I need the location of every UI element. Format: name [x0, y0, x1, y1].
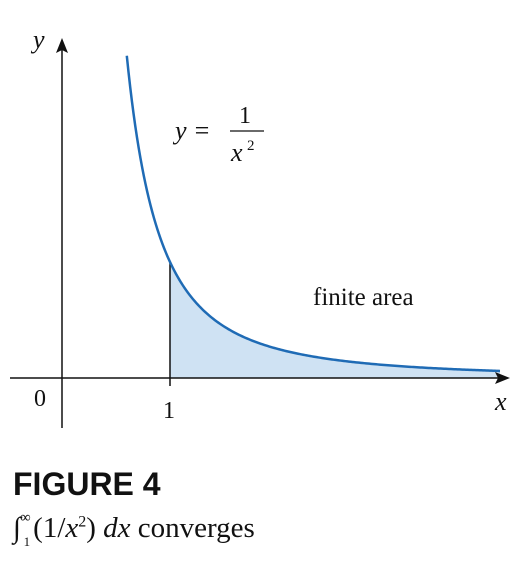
y-axis-label: y: [30, 25, 45, 54]
x-axis-arrowhead: [495, 372, 510, 384]
caption-verb: converges: [137, 512, 255, 544]
figure-caption: ∫∞ 1(1/x2) dx converges: [13, 510, 255, 549]
integral-sign: ∫: [13, 512, 21, 544]
finite-area-label: finite area: [313, 284, 414, 311]
figure-graph: y x 0 1 y = 1 x 2 finite area: [10, 25, 510, 428]
integrand-close: ): [86, 512, 96, 544]
integrand-exponent: 2: [78, 513, 87, 531]
integrand-open: (1/: [33, 512, 66, 544]
x-tick-label-1: 1: [163, 398, 175, 424]
figure-title: FIGURE 4: [13, 466, 161, 502]
integrand-base: x: [65, 512, 79, 544]
equation-lhs: y =: [172, 116, 211, 145]
finite-area-region: [170, 262, 500, 378]
integral-lower-limit: 1: [23, 533, 31, 549]
equation-denominator-base: x: [230, 138, 243, 167]
x-axis-label: x: [494, 387, 507, 416]
curve-y-equals-1-over-x-squared: [125, 55, 501, 373]
equation-denominator-exponent: 2: [247, 138, 255, 154]
integral-upper-limit: ∞: [19, 510, 31, 527]
origin-label: 0: [34, 386, 46, 412]
y-axis-arrowhead: [56, 38, 68, 53]
differential: dx: [103, 512, 131, 544]
equation-numerator: 1: [239, 103, 251, 129]
